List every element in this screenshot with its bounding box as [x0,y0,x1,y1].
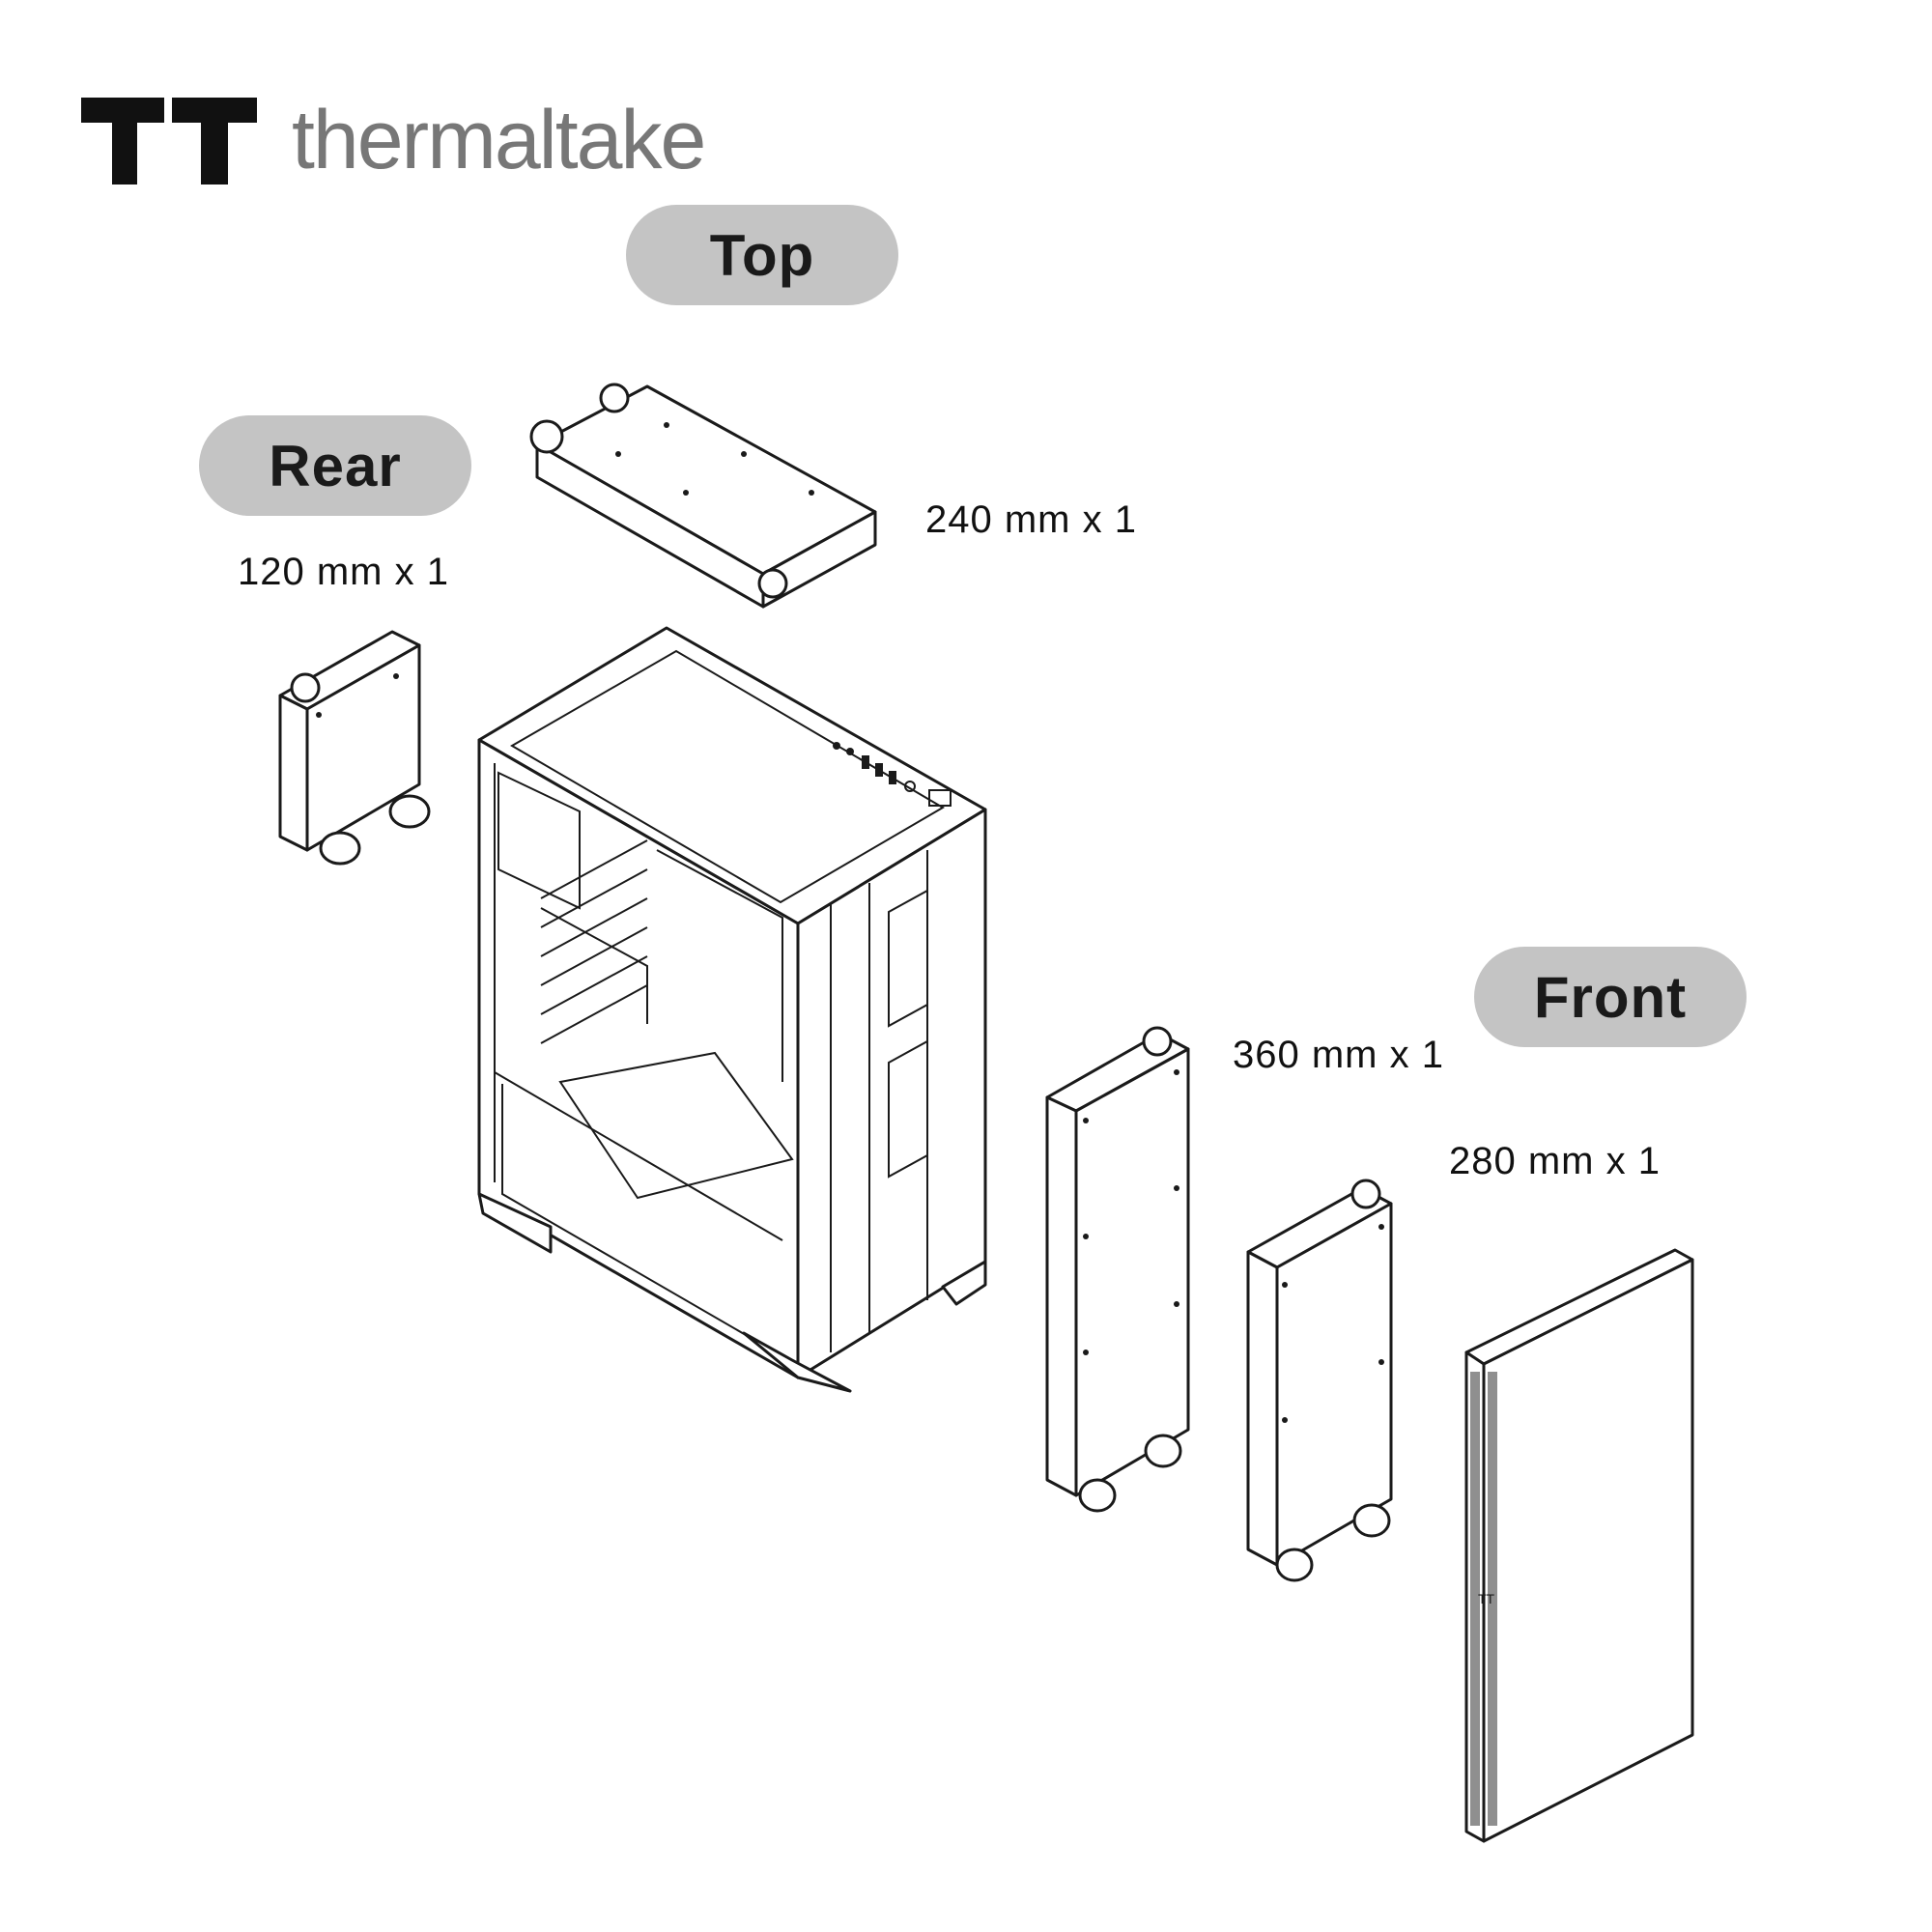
pc-case [477,626,987,1393]
front-panel-logo-icon: TT [1478,1591,1495,1606]
front-radiator-360 [1045,1026,1190,1513]
rear-label: Rear [199,415,471,516]
front-panel: TT [1464,1248,1694,1843]
brand-header: thermaltake [81,93,706,188]
top-radiator-240 [529,383,877,609]
top-radiator-spec: 240 mm x 1 [925,498,1137,541]
rear-radiator-120 [278,630,431,866]
front-label: Front [1474,947,1747,1047]
brand-name: thermaltake [292,94,706,186]
tt-logo-icon [81,97,257,185]
front-radiator-360-spec: 360 mm x 1 [1233,1034,1444,1076]
rear-radiator-spec: 120 mm x 1 [238,551,449,593]
front-radiator-280 [1246,1179,1393,1582]
top-label: Top [626,205,898,305]
front-radiator-280-spec: 280 mm x 1 [1449,1140,1661,1182]
